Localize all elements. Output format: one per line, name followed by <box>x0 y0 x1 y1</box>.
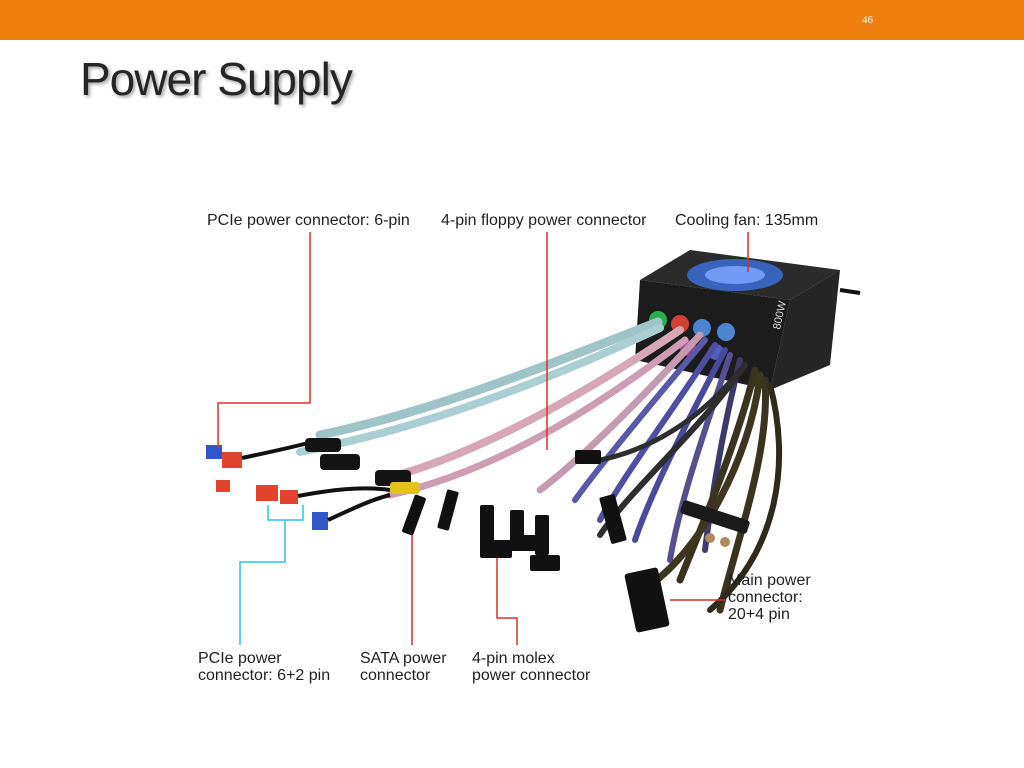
main-20plus4-plug <box>624 567 670 633</box>
slide-title: Power Supply <box>80 53 353 105</box>
svg-text:800W: 800W <box>771 299 789 330</box>
sata-molex-plugs <box>402 450 750 633</box>
callout-lines <box>217 232 749 645</box>
label-cooling-fan: Cooling fan: 135mm <box>675 212 819 229</box>
pcie-6pin-plug <box>206 445 222 459</box>
label-pcie-6plus2: PCIe power connector: 6+2 pin <box>198 650 331 684</box>
label-main-power: Main power connector: 20+4 pin <box>728 572 811 623</box>
label-pcie-6pin: PCIe power connector: 6-pin <box>207 212 410 229</box>
molex-plug <box>480 540 512 558</box>
top-accent-bar <box>0 0 1024 40</box>
label-floppy-connector: 4-pin floppy power connector <box>441 212 647 229</box>
pcie-plugs <box>206 438 420 530</box>
power-supply-diagram: 800W <box>180 190 880 710</box>
pcie-6plus2-plug <box>256 485 278 501</box>
label-molex-connector: 4-pin molex power connector <box>472 650 591 684</box>
power-supply-illustration: 800W <box>206 232 861 645</box>
page-number: 46 <box>862 14 873 26</box>
label-sata-connector: SATA power connector <box>360 650 447 684</box>
cable-bundle <box>296 317 783 614</box>
